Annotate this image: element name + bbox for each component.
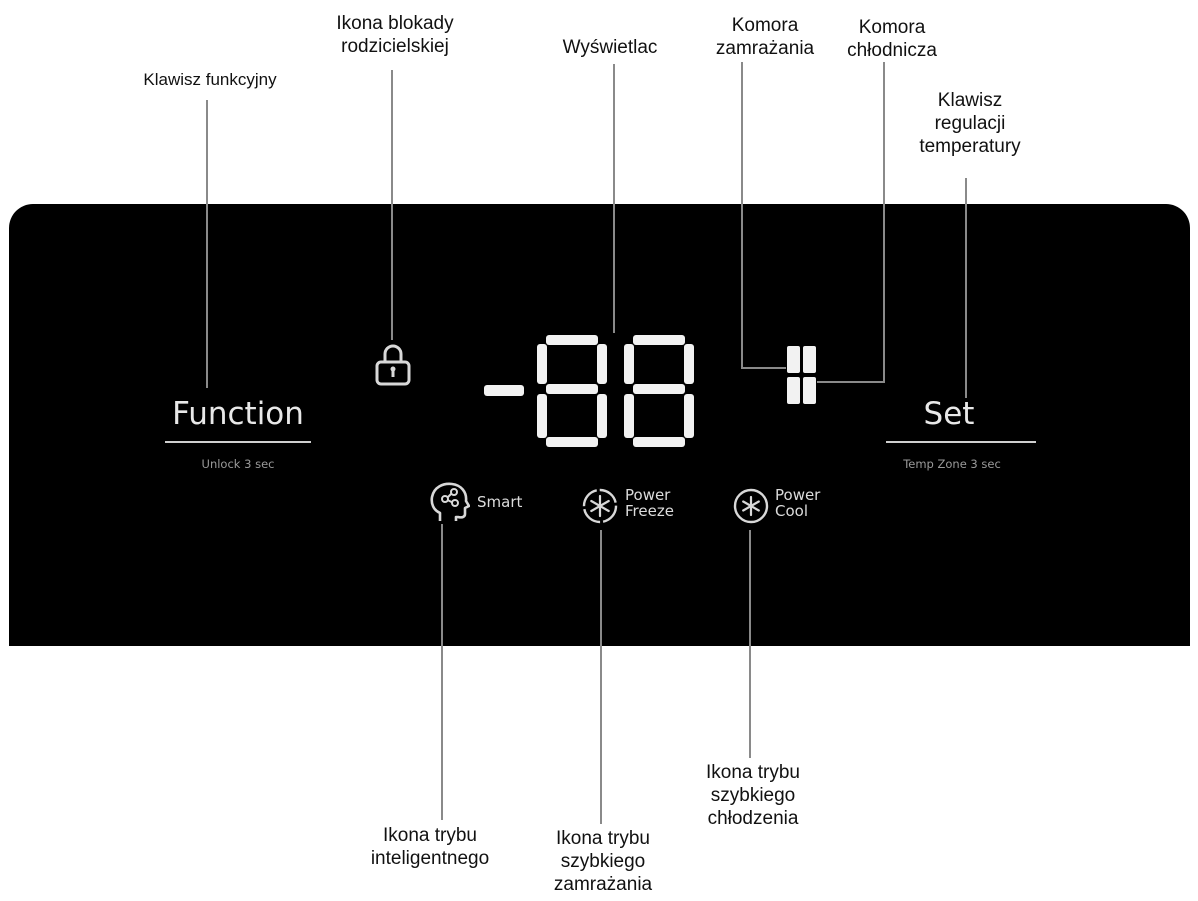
callout-child-lock-icon: Ikona blokady rodzicielskiej — [320, 12, 470, 58]
power-freeze-label: Power Freeze — [625, 487, 674, 519]
asterisk-icon — [733, 488, 769, 524]
function-key[interactable]: Function — [172, 396, 304, 432]
digit-segment — [537, 344, 547, 384]
snowflake-icon — [582, 488, 618, 524]
function-hint: Unlock 3 sec — [201, 457, 275, 471]
callout-function-key: Klawisz funkcyjny — [143, 70, 277, 89]
callout-line: Ikona blokady — [336, 13, 454, 34]
callout-line: rodzicielskiej — [341, 36, 449, 57]
callout-fridge-compartment: Komora chłodnicza — [832, 16, 952, 62]
digit-segment — [684, 394, 694, 438]
digit-segment — [546, 437, 598, 447]
function-key-underline — [165, 441, 311, 443]
callout-temp-key: Klawisz regulacji temperatury — [905, 89, 1035, 158]
callout-line: Ikona trybu — [706, 762, 800, 783]
digit-segment — [624, 394, 634, 438]
freezer-compartment-bottom — [787, 377, 800, 404]
digit-segment — [633, 437, 685, 447]
power-freeze-line-1: Power — [625, 486, 671, 504]
digit-segment — [537, 394, 547, 438]
callout-power-cool-icon: Ikona trybu szybkiego chłodzenia — [678, 761, 828, 830]
callout-line: szybkiego — [560, 851, 646, 872]
minus-segment — [484, 385, 524, 396]
set-key[interactable]: Set — [923, 396, 975, 432]
fridge-compartment-top — [803, 346, 816, 373]
digit-segment — [633, 384, 685, 394]
callout-line: zamrażania — [553, 874, 653, 895]
freezer-compartment-top — [787, 346, 800, 373]
set-hint: Temp Zone 3 sec — [903, 457, 1001, 471]
callout-line: szybkiego — [710, 785, 796, 806]
digit-segment — [546, 384, 598, 394]
power-cool-line-2: Cool — [775, 502, 808, 520]
callout-smart-icon: Ikona trybu inteligentnego — [355, 824, 505, 870]
digit-segment — [684, 344, 694, 384]
digit-segment — [597, 344, 607, 384]
callout-line: zamrażania — [715, 38, 815, 59]
callout-display: Wyświetlac — [562, 37, 658, 58]
digit-segment — [546, 335, 598, 345]
digit-segment — [624, 344, 634, 384]
callout-line: chłodzenia — [707, 808, 799, 829]
callout-line: inteligentnego — [370, 848, 490, 869]
power-cool-line-1: Power — [775, 486, 821, 504]
callout-line: Ikona trybu — [556, 828, 650, 849]
callout-line: chłodnicza — [847, 40, 937, 61]
callout-freezer-compartment: Komora zamrażania — [700, 14, 830, 60]
smart-label: Smart — [477, 493, 523, 511]
smart-head-icon — [430, 482, 470, 521]
callout-line: Ikona trybu — [383, 825, 477, 846]
padlock-icon — [375, 344, 411, 386]
digit-segment — [597, 394, 607, 438]
power-cool-label: Power Cool — [775, 487, 820, 519]
callout-power-freeze-icon: Ikona trybu szybkiego zamrażania — [528, 827, 678, 896]
power-freeze-line-2: Freeze — [625, 502, 674, 520]
callout-line: regulacji — [934, 113, 1006, 134]
fridge-compartment-bottom — [803, 377, 816, 404]
callout-line: Klawisz — [937, 90, 1003, 111]
callout-line: Komora — [858, 17, 926, 38]
callout-line: temperatury — [919, 136, 1021, 157]
digit-segment — [633, 335, 685, 345]
callout-line: Komora — [731, 15, 799, 36]
set-key-underline — [886, 441, 1036, 443]
